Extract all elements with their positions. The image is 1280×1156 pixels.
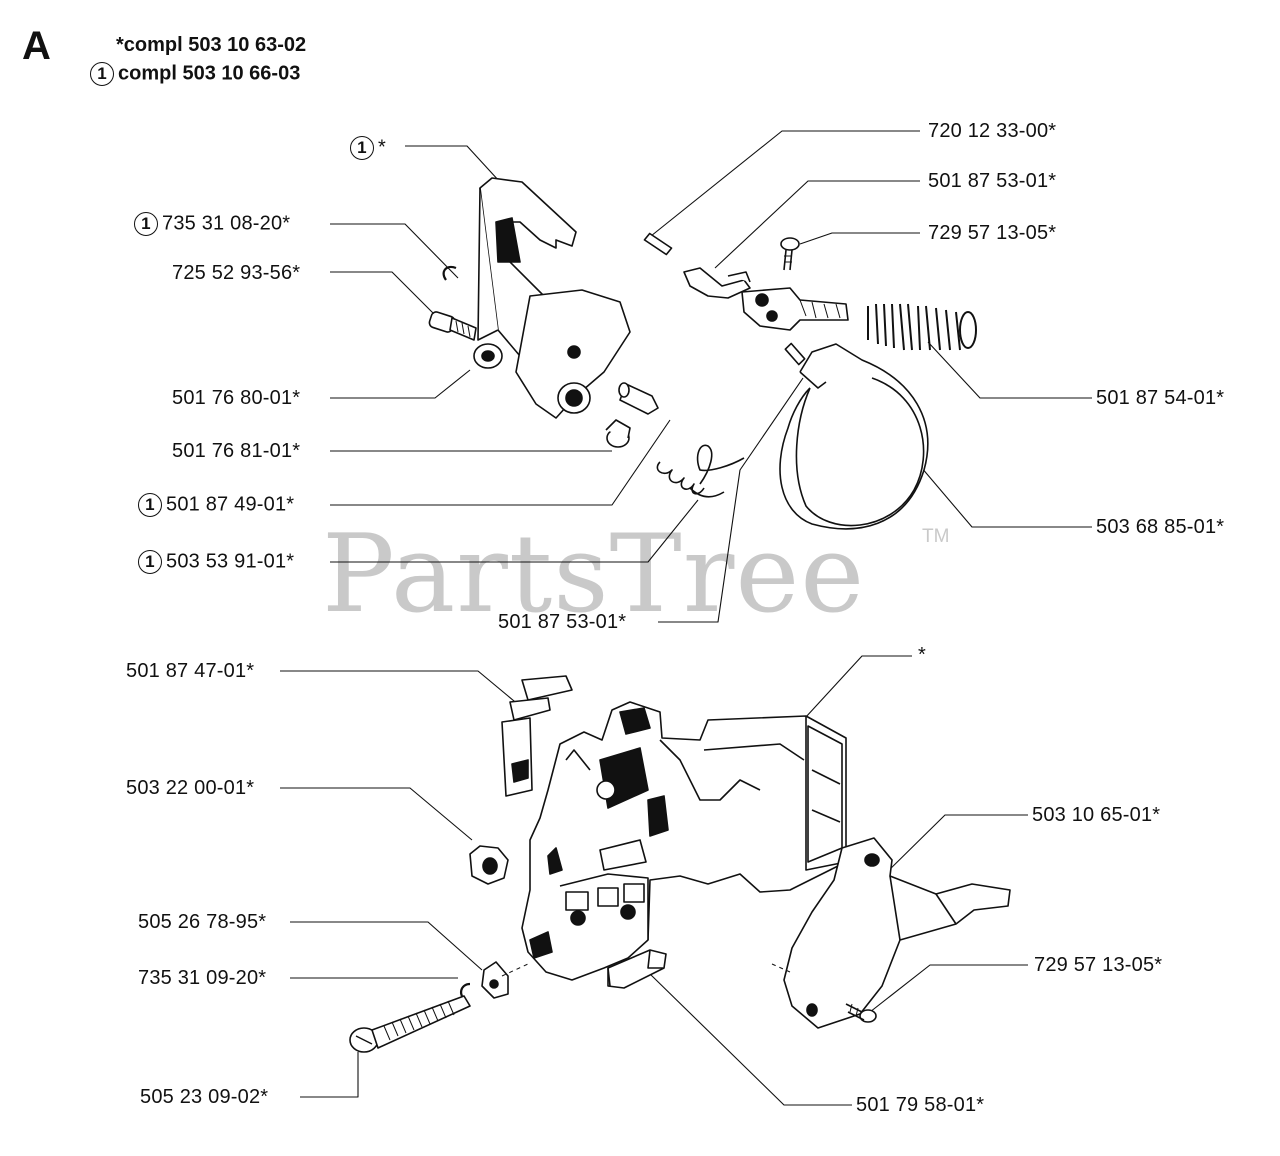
section-letter: A bbox=[22, 24, 51, 68]
pin-501-76-81-part bbox=[605, 382, 659, 448]
header-badge: 1 bbox=[90, 62, 114, 86]
label-505-23-09-02[interactable]: 505 23 09-02* bbox=[140, 1086, 269, 1108]
label-729-57-13-05-b[interactable]: 729 57 13-05* bbox=[1034, 954, 1163, 976]
leader-lines bbox=[280, 130, 1092, 1106]
nut-503-22-00-part bbox=[469, 845, 509, 885]
label-720-12-33-00[interactable]: 720 12 33-00* bbox=[928, 120, 1057, 142]
cover-plate-503-10-65-part bbox=[783, 837, 1011, 1029]
header-line-2-text: compl 503 10 66-03 bbox=[118, 62, 301, 85]
lever-501-87-53-part bbox=[683, 267, 849, 331]
slider-501-79-58-part bbox=[607, 949, 667, 989]
band-503-68-85-part bbox=[779, 342, 929, 530]
label-503-68-85-01[interactable]: 503 68 85-01* bbox=[1096, 516, 1225, 538]
brake-handle-part bbox=[477, 177, 631, 419]
label-badge: 1 bbox=[138, 550, 162, 574]
label-501-76-80-01[interactable]: 501 76 80-01* bbox=[172, 387, 301, 409]
label-housing-star[interactable]: * bbox=[918, 644, 926, 666]
label-505-26-78-95[interactable]: 505 26 78-95* bbox=[138, 911, 267, 933]
spring-501-87-54-part bbox=[867, 303, 977, 351]
label-text: 735 31 08-20* bbox=[162, 212, 291, 235]
label-503-22-00-01[interactable]: 503 22 00-01* bbox=[126, 777, 255, 799]
label-501-87-54-01[interactable]: 501 87 54-01* bbox=[1096, 387, 1225, 409]
label-735-31-09-20[interactable]: 735 31 09-20* bbox=[138, 967, 267, 989]
screw-729-57-13-a-part bbox=[780, 237, 800, 271]
spring-501-87-49-part bbox=[656, 444, 745, 498]
label-725-52-93-56[interactable]: 725 52 93-56* bbox=[172, 262, 301, 284]
watermark-trademark: TM bbox=[922, 526, 950, 547]
label-501-76-81-01[interactable]: 501 76 81-01* bbox=[172, 440, 301, 462]
label-503-10-65-01[interactable]: 503 10 65-01* bbox=[1032, 804, 1161, 826]
label-729-57-13-05-a[interactable]: 729 57 13-05* bbox=[928, 222, 1057, 244]
label-top-star[interactable]: 1* bbox=[350, 136, 386, 160]
label-badge: 1 bbox=[350, 136, 374, 160]
label-text: 501 87 49-01* bbox=[166, 493, 295, 516]
clip-501-87-47-part bbox=[501, 675, 573, 797]
label-501-87-47-01[interactable]: 501 87 47-01* bbox=[126, 660, 255, 682]
label-501-87-53-01-b[interactable]: 501 87 53-01* bbox=[498, 611, 627, 633]
circlip-part bbox=[442, 265, 457, 281]
dash-marks bbox=[501, 963, 791, 977]
bolt-725-part bbox=[428, 311, 477, 341]
pin-720-12-33-part bbox=[643, 232, 673, 256]
screw-729-57-13-b-part bbox=[845, 1003, 877, 1023]
label-text: 503 53 91-01* bbox=[166, 550, 295, 573]
label-501-87-53-01-a[interactable]: 501 87 53-01* bbox=[928, 170, 1057, 192]
bolt-505-23-09-part bbox=[349, 995, 471, 1053]
housing-part bbox=[521, 701, 847, 981]
watermark-text: PartsTree bbox=[322, 512, 866, 637]
label-badge: 1 bbox=[134, 212, 158, 236]
washer-501-76-80-part bbox=[473, 343, 503, 369]
washer-505-26-78-part bbox=[481, 961, 509, 999]
label-badge: 1 bbox=[138, 493, 162, 517]
label-text: * bbox=[378, 136, 386, 159]
label-501-79-58-01[interactable]: 501 79 58-01* bbox=[856, 1094, 985, 1116]
header-line-1: *compl 503 10 63-02 bbox=[116, 34, 307, 56]
